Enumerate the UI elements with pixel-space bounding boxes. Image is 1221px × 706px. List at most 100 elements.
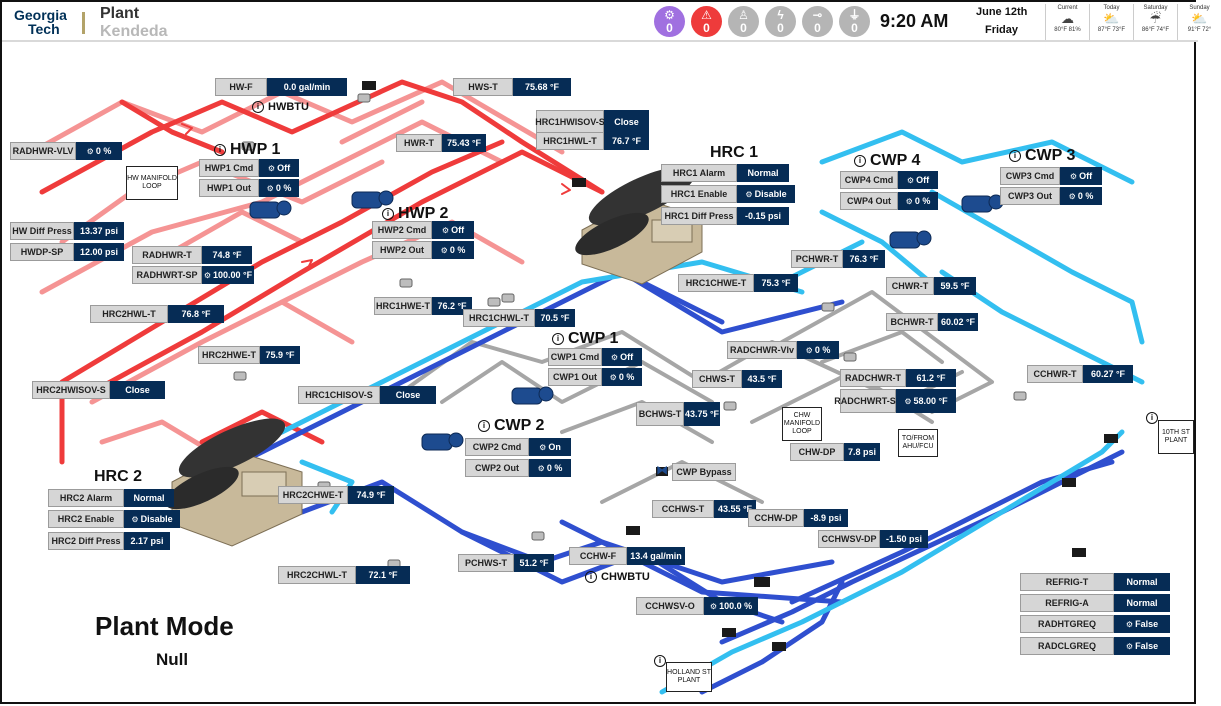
override-gear-icon[interactable]: ⚙: [539, 442, 547, 452]
valve-actuator-icon[interactable]: [572, 178, 586, 187]
cwp3-cmd-point[interactable]: CWP3 Cmd⚙Off: [1000, 167, 1102, 185]
hrc2-chiller-icon[interactable]: [160, 407, 303, 547]
override-gear-icon[interactable]: ⚙: [904, 396, 912, 406]
override-gear-icon[interactable]: ⚙: [266, 183, 274, 193]
override-gear-icon[interactable]: ⚙: [441, 225, 450, 235]
override-gear-icon[interactable]: ⚙: [709, 601, 718, 611]
hwp1-cmd-point[interactable]: HWP1 Cmd⚙Off: [199, 159, 299, 177]
status-badge[interactable]: ⚙0: [654, 6, 685, 37]
status-badge[interactable]: ⚠0: [691, 6, 722, 37]
valve-actuator-icon[interactable]: [722, 628, 736, 637]
hwp2-pump-icon[interactable]: [351, 190, 394, 209]
valve-actuator-icon[interactable]: [626, 526, 640, 535]
radchwrt-sp-point[interactable]: RADCHWRT-SP⚙58.00 °F: [834, 389, 956, 413]
override-gear-icon[interactable]: ⚙: [745, 189, 753, 199]
valve-actuator-icon[interactable]: [656, 467, 668, 476]
info-icon[interactable]: i: [585, 571, 597, 584]
radclgreq-point[interactable]: RADCLGREQ⚙False: [1020, 637, 1170, 655]
valve-actuator-icon[interactable]: [772, 642, 786, 651]
override-gear-icon[interactable]: ⚙: [1069, 171, 1078, 181]
info-icon[interactable]: i: [382, 207, 394, 220]
info-icon[interactable]: i: [854, 154, 866, 167]
override-gear-icon[interactable]: ⚙: [1125, 641, 1134, 651]
override-gear-icon[interactable]: ⚙: [267, 163, 276, 173]
info-icon[interactable]: i: [478, 419, 490, 432]
cwp3-pump-icon[interactable]: [961, 194, 1004, 213]
radchwr-vlv-point[interactable]: RADCHWR-Vlv⚙0 %: [727, 341, 839, 359]
valve-actuator-icon[interactable]: [754, 577, 770, 587]
override-gear-icon[interactable]: ⚙: [610, 352, 619, 362]
cwp1-pump-icon[interactable]: [511, 386, 554, 405]
hwp1-out-point[interactable]: HWP1 Out⚙0 %: [199, 179, 299, 197]
valve-actuator-icon[interactable]: [1062, 478, 1076, 487]
info-icon[interactable]: i: [1146, 412, 1158, 425]
cchwsv-dp-point[interactable]: CCHWSV-DP-1.50 psi: [818, 530, 928, 548]
cwp2-out-point[interactable]: CWP2 Out⚙0 %: [465, 459, 571, 477]
status-badge[interactable]: ⊸0: [802, 6, 833, 37]
cwp-bypass-point[interactable]: ⧓CWP Bypass: [656, 463, 736, 481]
cchw-dp-point[interactable]: CCHW-DP-8.9 psi: [748, 509, 848, 527]
status-badge[interactable]: ⏚0: [839, 6, 870, 37]
hwp2-out-point[interactable]: HWP2 Out⚙0 %: [372, 241, 474, 259]
hwp1-pump-icon[interactable]: [249, 200, 292, 219]
cwp4-pump-icon[interactable]: [889, 230, 932, 249]
cwp1-out-point[interactable]: CWP1 Out⚙0 %: [548, 368, 642, 386]
info-icon[interactable]: i: [552, 332, 564, 345]
status-badge[interactable]: ♙0: [728, 6, 759, 37]
override-gear-icon[interactable]: ⚙: [805, 345, 813, 355]
radhtgreq-point[interactable]: RADHTGREQ⚙False: [1020, 615, 1170, 633]
override-gear-icon[interactable]: ⚙: [440, 245, 448, 255]
override-gear-icon[interactable]: ⚙: [1125, 619, 1134, 629]
info-icon[interactable]: i: [654, 655, 666, 668]
override-gear-icon[interactable]: ⚙: [131, 514, 139, 524]
info-icon[interactable]: i: [252, 101, 264, 114]
hrc2-enable-point[interactable]: HRC2 Enable⚙Disable: [48, 510, 180, 528]
hwp2-cmd-point[interactable]: HWP2 Cmd⚙Off: [372, 221, 474, 239]
bypass-valve-icon[interactable]: ⧓: [656, 463, 668, 477]
override-gear-icon[interactable]: ⚙: [906, 175, 915, 185]
radhwrt-sp-point[interactable]: RADHWRT-SP⚙100.00 °F: [132, 266, 254, 284]
hrc1-enable-point[interactable]: HRC1 Enable⚙Disable: [661, 185, 795, 203]
valve-actuator-icon[interactable]: [1104, 434, 1118, 443]
info-icon[interactable]: i: [1009, 149, 1021, 162]
cwp2-cmd-point[interactable]: CWP2 Cmd⚙On: [465, 438, 571, 456]
valve-actuator-icon[interactable]: [362, 81, 376, 90]
override-gear-icon[interactable]: ⚙: [86, 146, 94, 156]
cchwsv-o-point[interactable]: CCHWSV-O⚙100.0 %: [636, 597, 758, 615]
valve-actuator-icon[interactable]: [1072, 548, 1086, 557]
info-icon[interactable]: i: [214, 143, 226, 156]
cwp4-out-point[interactable]: CWP4 Out⚙0 %: [840, 192, 938, 210]
override-gear-icon[interactable]: ⚙: [537, 463, 545, 473]
override-gear-icon[interactable]: ⚙: [905, 196, 913, 206]
hrc1-diff-point[interactable]: HRC1 Diff Press-0.15 psi: [661, 207, 789, 225]
override-gear-icon[interactable]: ⚙: [609, 372, 617, 382]
